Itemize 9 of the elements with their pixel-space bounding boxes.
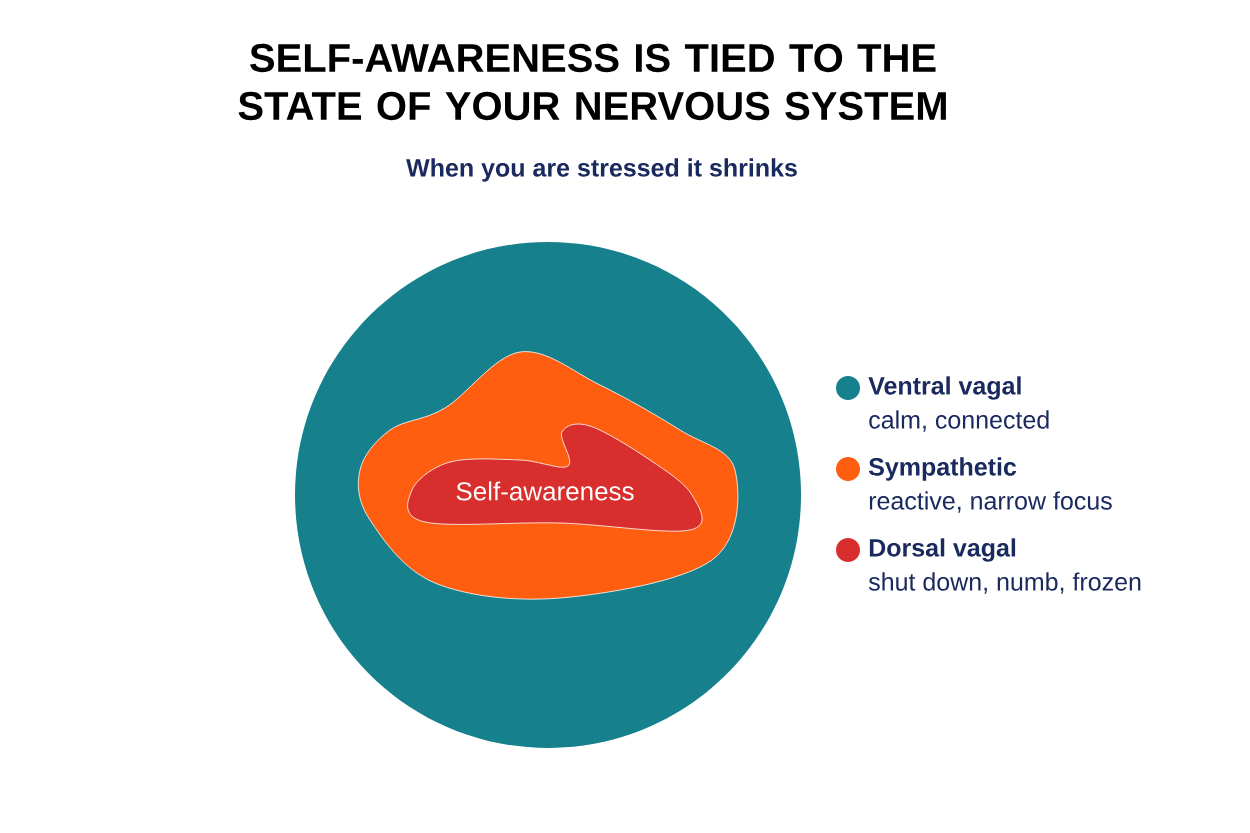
legend-description: calm, connected: [869, 410, 1049, 432]
legend-label: Dorsal vagal: [869, 538, 1016, 562]
subtitle: When you are stressed it shrinks: [406, 158, 797, 182]
legend-description: shut down, numb, frozen: [868, 572, 1141, 594]
self-awareness-blob: Self-awareness: [407, 423, 703, 532]
legend-label: Ventral vagal: [868, 376, 1021, 400]
title: SELF-AWARENESS IS TIED TO THE STATE OF YOUR NERVOUS SYSTEM: [238, 43, 946, 121]
legend-description: reactive, narrow focus: [869, 491, 1112, 513]
legend-label: Sympathetic: [868, 457, 1017, 481]
